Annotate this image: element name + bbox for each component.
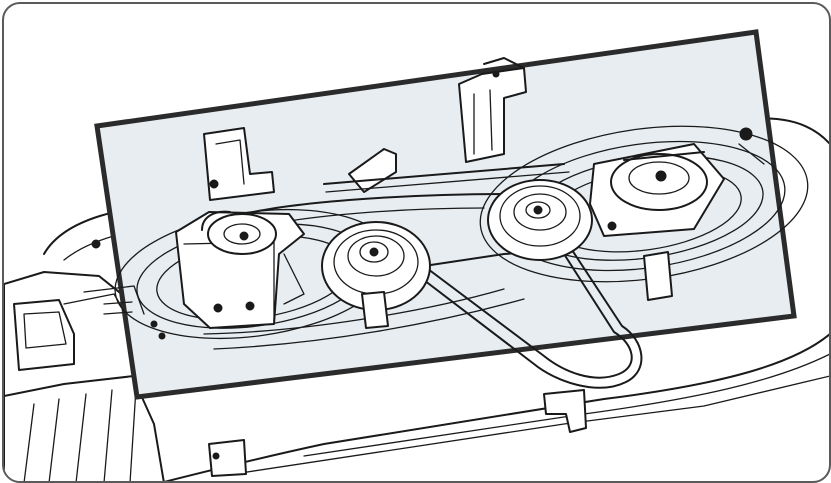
mower-deck-diagram — [4, 4, 831, 483]
right-idler-pulley — [488, 180, 592, 260]
